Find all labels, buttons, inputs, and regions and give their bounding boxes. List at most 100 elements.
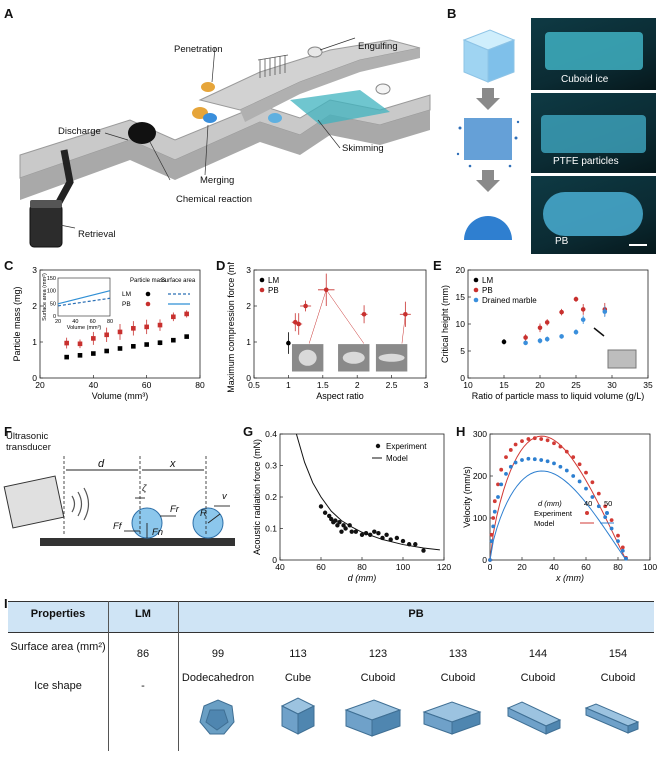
data-point bbox=[624, 556, 628, 561]
device-illustration bbox=[607, 349, 637, 369]
x-tick-label: 60 bbox=[142, 380, 152, 390]
x-tick-label: 40 bbox=[275, 562, 285, 572]
label-zeta: ζ bbox=[142, 483, 147, 494]
data-point bbox=[603, 515, 608, 520]
data-point bbox=[329, 516, 334, 522]
label-engulfing: Engulfing bbox=[358, 41, 398, 52]
data-point bbox=[609, 526, 614, 531]
data-point bbox=[499, 467, 504, 472]
connector-line bbox=[308, 289, 327, 344]
label-fn: Fn bbox=[152, 527, 164, 538]
data-point bbox=[499, 482, 504, 487]
inset-x-tick: 40 bbox=[72, 319, 78, 325]
x-tick-label: 1.5 bbox=[317, 380, 329, 390]
panel-letter-h: H bbox=[456, 424, 466, 439]
data-point bbox=[184, 334, 189, 339]
x-axis-label: Aspect ratio bbox=[316, 391, 364, 401]
data-point bbox=[532, 457, 537, 462]
leader-lines bbox=[59, 37, 356, 229]
y-axis-label: Particle mass (mg) bbox=[12, 286, 22, 361]
data-point bbox=[104, 348, 109, 354]
data-point bbox=[539, 458, 544, 462]
legend-marker bbox=[473, 277, 479, 283]
cell-pb-ice-shape: Dodecahedron bbox=[181, 672, 255, 684]
panel-letter-f: F bbox=[4, 424, 12, 439]
arrow-down-2 bbox=[476, 170, 500, 192]
legend-row-label: LM bbox=[122, 291, 131, 298]
plot-frame bbox=[39, 269, 201, 379]
data-point bbox=[526, 456, 531, 461]
x-tick-label: 1 bbox=[286, 380, 291, 390]
cell-pb-ice-shape: Cuboid bbox=[440, 672, 476, 684]
x-tick-label: 80 bbox=[613, 562, 623, 572]
y-tick-label: 0 bbox=[272, 555, 277, 565]
legend-marker bbox=[585, 511, 589, 515]
force-diagram bbox=[3, 456, 235, 546]
photo-label-pb: PB bbox=[555, 236, 569, 247]
legend-label: LM bbox=[268, 276, 279, 285]
inset-line bbox=[57, 297, 111, 307]
y-axis-label: Maximum compression force (mN) bbox=[226, 262, 236, 393]
data-point bbox=[117, 346, 123, 351]
inset-x-label: Volume (mm³) bbox=[67, 325, 102, 331]
cuboid-shape-4 bbox=[584, 703, 640, 734]
x-tick-label: 80 bbox=[195, 380, 205, 390]
y-tick-label: 1 bbox=[32, 337, 37, 347]
x-tick-label: 3 bbox=[424, 380, 429, 390]
track-diagram bbox=[19, 37, 431, 248]
table-header-pb: PB bbox=[408, 608, 424, 620]
table-header-properties: Properties bbox=[30, 608, 86, 620]
data-point bbox=[337, 520, 342, 525]
data-point bbox=[508, 464, 513, 469]
label-retrieval: Retrieval bbox=[78, 229, 116, 240]
cell-lm-surface-area: 86 bbox=[136, 648, 150, 660]
y-tick-label: 15 bbox=[456, 292, 466, 302]
label-merging: Merging bbox=[200, 175, 235, 186]
y-tick-label: 0.1 bbox=[265, 524, 277, 534]
y-tick-label: 5 bbox=[460, 346, 465, 356]
label-v: v bbox=[222, 491, 227, 502]
plot-frame bbox=[253, 269, 427, 379]
data-point bbox=[590, 480, 595, 485]
data-point bbox=[322, 510, 328, 515]
panel-letter-e: E bbox=[433, 258, 442, 273]
data-point bbox=[303, 303, 308, 309]
data-point bbox=[496, 495, 500, 499]
y-tick-label: 3 bbox=[246, 265, 251, 275]
compression-particle bbox=[342, 351, 365, 364]
x-tick-label: 25 bbox=[571, 380, 581, 390]
coated-cube bbox=[464, 118, 512, 160]
x-tick-label: 0 bbox=[488, 562, 493, 572]
photo-cuboid-ice: Cuboid ice bbox=[531, 18, 656, 90]
panel-letter-b: B bbox=[447, 6, 457, 21]
data-point bbox=[609, 518, 614, 522]
data-point bbox=[368, 532, 373, 537]
data-point bbox=[104, 332, 109, 338]
data-point bbox=[400, 538, 406, 544]
label-penetration: Penetration bbox=[174, 44, 223, 55]
data-point bbox=[488, 558, 492, 562]
data-point bbox=[504, 455, 508, 459]
data-point bbox=[523, 335, 528, 340]
data-point bbox=[559, 309, 564, 315]
data-point bbox=[616, 533, 620, 538]
y-tick-label: 20 bbox=[456, 265, 466, 275]
col-divider-1 bbox=[108, 601, 109, 751]
data-point bbox=[353, 529, 359, 534]
data-point bbox=[296, 321, 302, 327]
label-ff: Ff bbox=[113, 521, 122, 532]
device-arrow bbox=[593, 327, 605, 337]
ice-to-pb-schematic bbox=[456, 29, 520, 240]
data-point bbox=[526, 437, 531, 441]
arrow-down-1 bbox=[476, 88, 500, 110]
inset-y-tick: 100 bbox=[47, 289, 56, 295]
cuboid-shape-1 bbox=[344, 699, 402, 737]
vial-cap bbox=[30, 200, 62, 208]
data-point bbox=[171, 337, 176, 343]
cell-pb-ice-shape: Cuboid bbox=[520, 672, 556, 684]
blue-particle-merging bbox=[203, 113, 217, 123]
connector-line bbox=[401, 314, 406, 344]
y-axis-label: Critical height (mm) bbox=[440, 285, 450, 363]
y-tick-label: 200 bbox=[473, 471, 487, 481]
